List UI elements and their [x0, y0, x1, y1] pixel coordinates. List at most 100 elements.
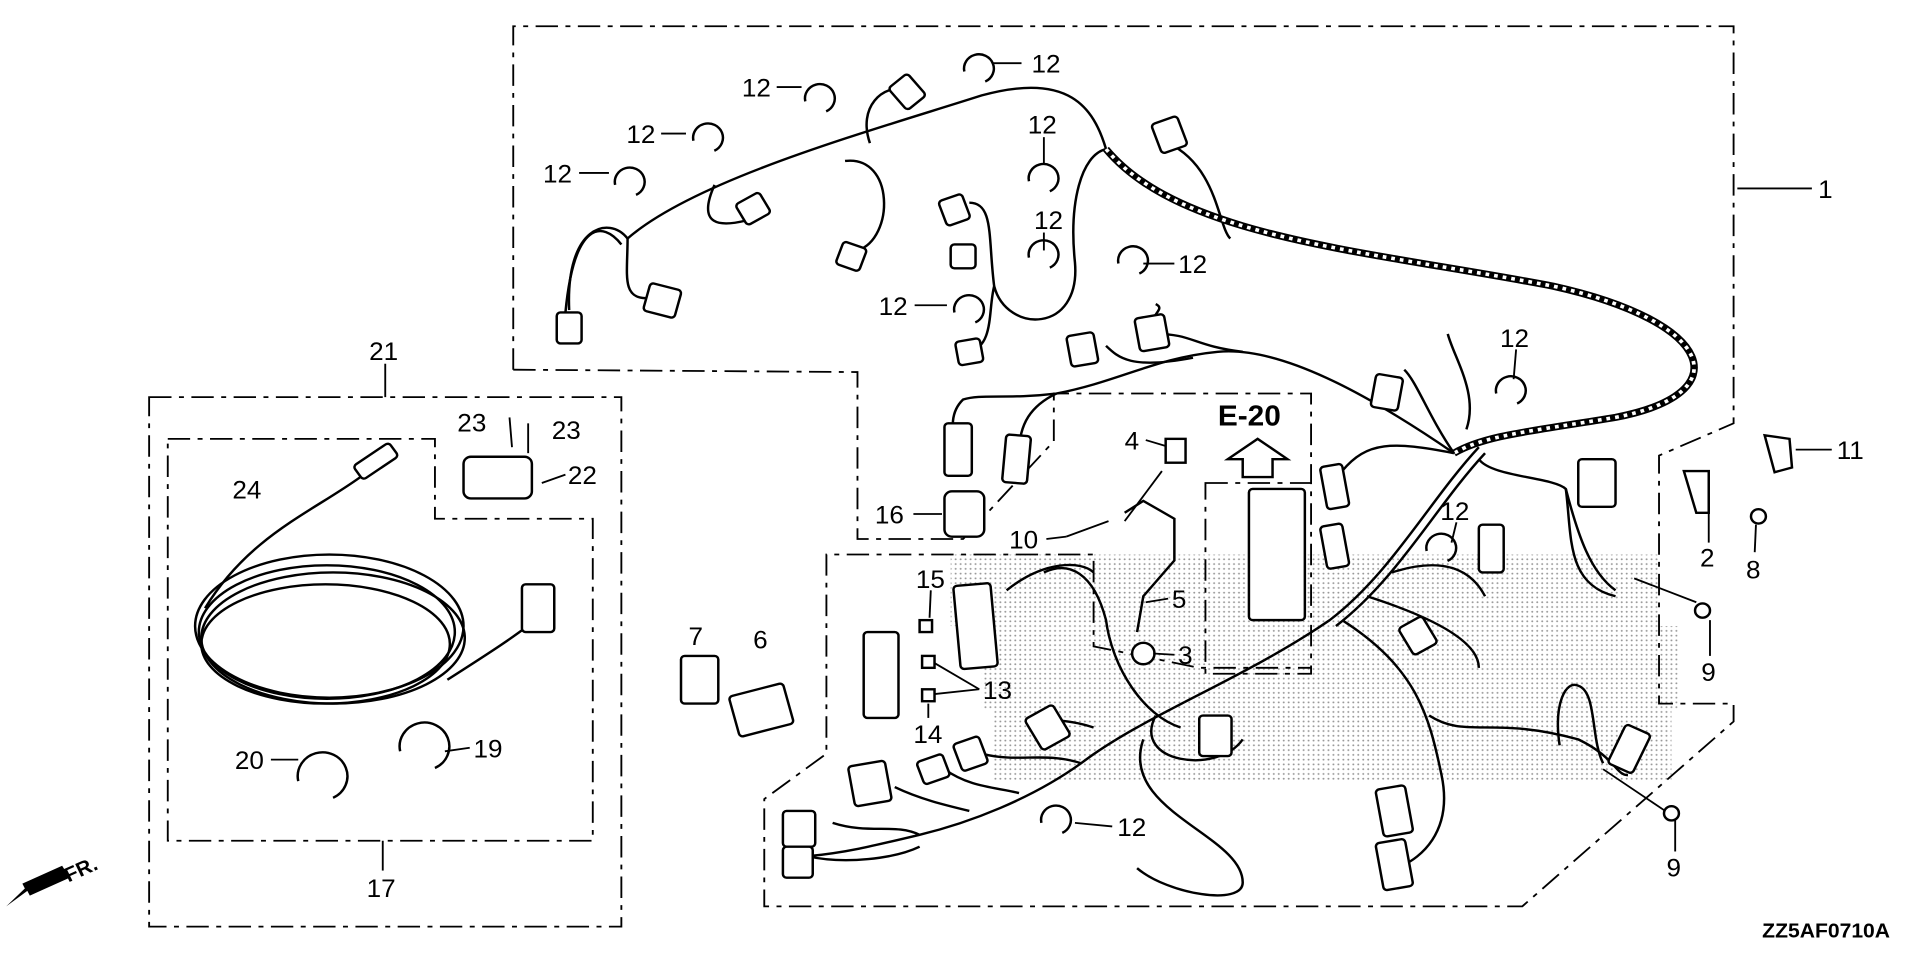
group-box-harness-1-upper — [513, 368, 1312, 540]
connector — [949, 243, 977, 270]
callout-12[interactable]: 12 — [879, 293, 908, 320]
callout-12[interactable]: 12 — [1028, 112, 1057, 139]
stipple-background — [950, 554, 1678, 782]
connector — [1197, 714, 1233, 758]
connector — [1398, 615, 1438, 656]
connector — [642, 282, 683, 319]
callout-7[interactable]: 7 — [688, 624, 703, 651]
callout-12[interactable]: 12 — [1034, 207, 1063, 234]
callout-20[interactable]: 20 — [235, 748, 264, 775]
part-9-bolt — [1662, 804, 1681, 822]
group-box-e20 — [1204, 482, 1312, 675]
part-9-bolt — [1693, 602, 1712, 619]
callout-22[interactable]: 22 — [568, 463, 597, 490]
connector — [1477, 523, 1505, 574]
connector — [915, 753, 951, 786]
part-5-bracket — [1123, 499, 1176, 633]
callout-14[interactable]: 14 — [913, 721, 942, 748]
callout-15[interactable]: 15 — [916, 566, 945, 593]
callout-12[interactable]: 12 — [1500, 325, 1529, 352]
section-ref-label[interactable]: E-20 — [1218, 401, 1281, 432]
callout-21[interactable]: 21 — [369, 339, 398, 366]
reference-code: ZZ5AF0710A — [1762, 920, 1890, 943]
callout-12[interactable]: 12 — [742, 75, 771, 102]
front-label: FR. — [61, 853, 102, 887]
callout-9[interactable]: 9 — [1666, 855, 1681, 882]
connector — [1133, 313, 1171, 353]
harness-clip — [1494, 375, 1527, 405]
callout-11[interactable]: 11 — [1837, 438, 1864, 465]
callout-10[interactable]: 10 — [1009, 527, 1038, 554]
harness-clip — [1027, 162, 1060, 193]
callout-16[interactable]: 16 — [875, 502, 904, 529]
connector — [1319, 462, 1351, 511]
connector — [1001, 433, 1033, 485]
connector — [1607, 723, 1652, 774]
connector — [862, 630, 900, 720]
callout-19[interactable]: 19 — [473, 736, 502, 763]
callout-1[interactable]: 1 — [1818, 176, 1833, 203]
group-box-17 — [166, 437, 594, 842]
parts-layer — [296, 53, 1794, 892]
part-10-bolt — [1065, 520, 1109, 538]
callout-12[interactable]: 12 — [543, 161, 572, 188]
harness-clip — [613, 166, 646, 196]
connector — [1065, 331, 1100, 368]
harness-clip — [1039, 804, 1073, 834]
callout-12[interactable]: 12 — [1178, 252, 1207, 279]
callout-13[interactable]: 13 — [983, 677, 1012, 704]
part-15-terminal — [918, 618, 934, 634]
harness-clip — [803, 82, 836, 113]
callout-24[interactable]: 24 — [232, 477, 261, 504]
group-box-21 — [148, 396, 623, 928]
harness-clip — [296, 751, 349, 799]
callout-5[interactable]: 5 — [1172, 587, 1187, 614]
callout-6[interactable]: 6 — [753, 627, 768, 654]
front-direction-marker: FR. — [6, 853, 101, 907]
callout-12[interactable]: 12 — [1031, 51, 1060, 78]
part-24-plug — [353, 442, 399, 480]
wire-harness — [193, 86, 1698, 897]
harness-clip — [952, 294, 986, 324]
connector — [1150, 115, 1188, 154]
harness-clip — [1027, 239, 1060, 269]
part-16-cover — [943, 490, 986, 538]
section-arrow-icon — [1223, 437, 1292, 479]
connector — [1319, 522, 1351, 570]
part-7-cap — [679, 654, 720, 705]
callout-9[interactable]: 9 — [1701, 659, 1716, 686]
callout-23[interactable]: 23 — [457, 410, 486, 437]
leader-lines — [270, 62, 1832, 871]
connector — [952, 582, 999, 671]
connector — [847, 759, 893, 808]
callout-2[interactable]: 2 — [1700, 545, 1715, 572]
connector — [937, 193, 971, 227]
connector — [1247, 487, 1307, 622]
part-14-terminal — [920, 688, 936, 703]
group-box-harness-1 — [512, 25, 1735, 908]
part-11-clip — [1762, 433, 1794, 474]
callout-3[interactable]: 3 — [1178, 643, 1193, 670]
harness-clip — [691, 122, 725, 152]
callout-12[interactable]: 12 — [1117, 814, 1146, 841]
callout-23[interactable]: 23 — [552, 417, 581, 444]
connector — [1577, 457, 1617, 509]
connector — [943, 422, 974, 478]
callout-8[interactable]: 8 — [1746, 557, 1761, 584]
callout-12[interactable]: 12 — [1440, 498, 1469, 525]
connector — [1024, 704, 1071, 751]
connector — [555, 311, 583, 345]
harness-clip — [1116, 245, 1150, 275]
callouts: 1 12 12 12 12 12 12 12 12 12 12 12 11 2 … — [232, 51, 1863, 902]
connector — [954, 337, 985, 367]
callout-4[interactable]: 4 — [1125, 428, 1140, 455]
connector — [520, 583, 556, 634]
connector — [781, 809, 817, 848]
callout-17[interactable]: 17 — [367, 875, 396, 902]
harness-clip — [1425, 532, 1458, 563]
connector — [781, 845, 814, 879]
callout-12[interactable]: 12 — [626, 122, 655, 149]
part-6-coupler — [728, 682, 795, 738]
connector — [1374, 784, 1414, 838]
